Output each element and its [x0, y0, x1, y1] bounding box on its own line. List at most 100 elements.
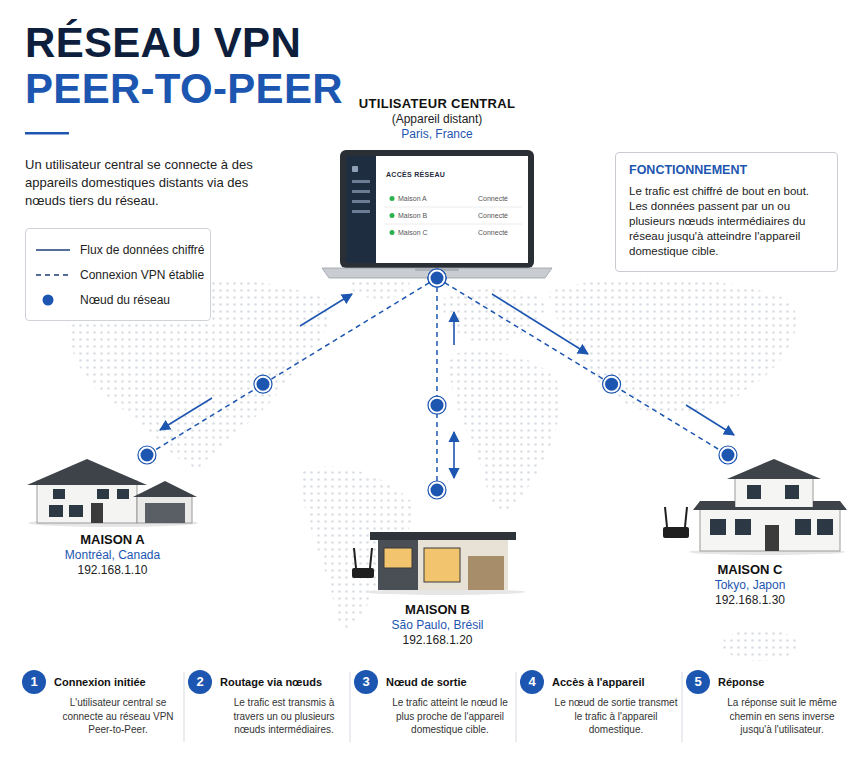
- network-node-ring: [254, 375, 272, 393]
- vpn-connection-line: [436, 278, 438, 490]
- node-subtitle: (Appareil distant): [330, 112, 544, 127]
- garage-door: [145, 503, 185, 523]
- row-separator: [384, 207, 522, 208]
- status-dot: [390, 213, 395, 218]
- network-node-core: [431, 272, 444, 285]
- network-node: [428, 396, 446, 414]
- ip-address: 192.168.1.30: [712, 593, 788, 608]
- house-window: [735, 519, 751, 535]
- router-antenna: [665, 507, 667, 527]
- network-node-ring: [428, 269, 446, 287]
- router-antenna: [354, 548, 356, 568]
- house-name: MAISON C: [715, 561, 786, 578]
- network-node-ring: [138, 446, 156, 464]
- sidebar-icon: [352, 166, 358, 172]
- ip-address: 192.168.1.10: [74, 563, 150, 578]
- flow-arrow: [453, 432, 455, 478]
- legend-text: Connexion VPN établie: [80, 268, 204, 282]
- network-node-core: [430, 399, 443, 412]
- step-description: La réponse suit le même chemin en sens i…: [718, 696, 846, 737]
- house-name: MAISON B: [402, 601, 473, 618]
- network-node-core: [431, 272, 444, 285]
- router-antenna: [685, 507, 687, 527]
- house-wall: [378, 540, 418, 590]
- house-window: [710, 519, 726, 535]
- house-door: [91, 503, 103, 523]
- house-b: [352, 532, 525, 595]
- network-node: [428, 269, 446, 287]
- house-window: [424, 548, 460, 582]
- continent: [722, 629, 798, 661]
- screen-heading: ACCÈS RÉSEAU: [386, 170, 445, 179]
- user-laptop: [322, 150, 552, 278]
- box-body: Le trafic est chiffré de bout en bout. L…: [629, 184, 824, 259]
- house-window: [795, 519, 811, 535]
- location-label: Montréal, Canada: [62, 548, 163, 563]
- network-node: [719, 446, 737, 464]
- network-node: [254, 375, 272, 393]
- row-separator: [384, 224, 522, 225]
- house-c: [663, 459, 847, 555]
- house-node: MAISON BSão Paulo, Brésil192.168.1.20: [350, 490, 525, 648]
- step-column: Nœud de sortieLe trafic atteint le nœud …: [354, 670, 514, 737]
- data-flow-arrows: [160, 294, 734, 478]
- garage-roof: [133, 481, 197, 497]
- step-heading: Réponse: [718, 670, 846, 689]
- vpn-connection: [428, 269, 737, 464]
- network-node-ring: [428, 269, 446, 287]
- network-node-ring: [428, 481, 446, 499]
- info-box: FONCTIONNEMENT Le trafic est chiffré de b…: [615, 152, 838, 272]
- step-number-circle: 3: [354, 670, 378, 694]
- status-dot: [390, 196, 395, 201]
- house-a: [27, 459, 198, 527]
- legend-row: Nœud du réseau: [36, 287, 200, 312]
- network-node-ring: [603, 375, 621, 393]
- step-heading: Connexion initiée: [54, 670, 182, 689]
- column-divider: [516, 672, 517, 742]
- network-node-ring: [428, 269, 446, 287]
- sidebar-item: [352, 190, 370, 193]
- step-number-circle: 4: [520, 670, 544, 694]
- step-description: L'utilisateur central se connecte au rés…: [54, 696, 182, 737]
- device-name: Maison A: [398, 194, 427, 203]
- garage-wall: [137, 495, 192, 523]
- house-roof: [727, 459, 821, 479]
- house-window: [69, 505, 83, 517]
- house-wall: [378, 540, 508, 590]
- step-description: Le trafic atteint le nœud le plus proche…: [386, 696, 514, 737]
- house-node: MAISON AMontréal, Canada192.168.1.10: [25, 455, 200, 578]
- house-window: [53, 489, 65, 499]
- house-window: [817, 519, 833, 535]
- status-dot: [390, 230, 395, 235]
- box-heading: FONCTIONNEMENT: [629, 163, 824, 177]
- network-node-core: [721, 449, 734, 462]
- world-map: [67, 271, 798, 661]
- screen-sidebar: [346, 156, 376, 263]
- flow-arrow: [492, 294, 588, 354]
- house-node: MAISON CTokyo, Japon192.168.1.30: [655, 455, 845, 608]
- laptop-display: [346, 156, 528, 263]
- garage-door: [468, 556, 504, 590]
- step-column: Routage via nœudsLe trafic est transmis …: [188, 670, 348, 737]
- network-node-core: [140, 449, 153, 462]
- flow-arrow: [300, 294, 352, 326]
- house-name: MAISON A: [77, 531, 148, 548]
- house-wall: [37, 481, 137, 523]
- house-roof: [27, 459, 147, 485]
- step-description: Le trafic est transmis à travers un ou p…: [220, 696, 348, 737]
- device-name: Maison B: [398, 211, 427, 220]
- house-window: [117, 489, 129, 499]
- network-node-ring: [719, 446, 737, 464]
- legend-row: Flux de données chiffré: [36, 237, 200, 262]
- step-number: 2: [188, 670, 212, 694]
- house-door: [765, 525, 779, 551]
- sidebar-item: [352, 210, 370, 213]
- network-node: [428, 481, 446, 499]
- continent: [548, 278, 796, 415]
- step-column: Réponse La réponse suit le même chemin en…: [686, 670, 846, 737]
- legend-line: [36, 274, 70, 276]
- network-node-core: [430, 484, 443, 497]
- legend-node-dot: [43, 294, 54, 305]
- column-divider: [682, 672, 683, 742]
